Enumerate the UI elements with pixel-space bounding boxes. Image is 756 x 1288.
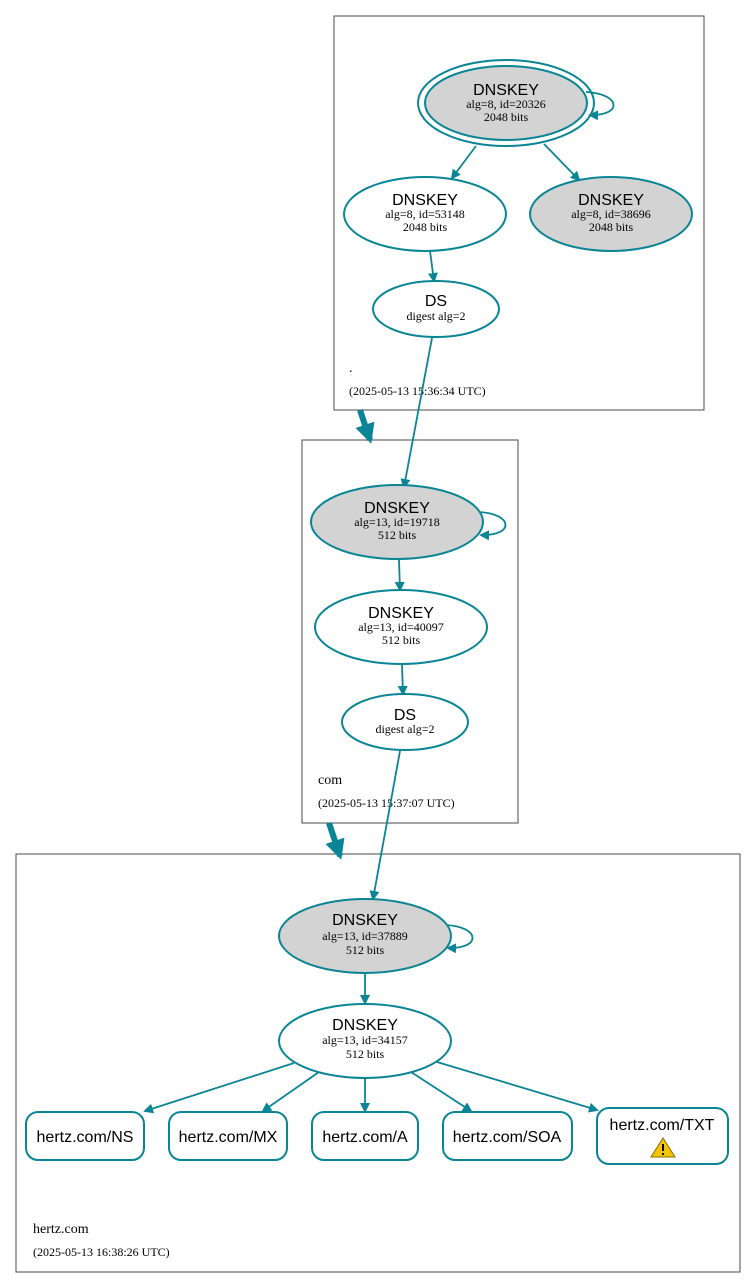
record-soa-label: hertz.com/SOA (453, 1129, 562, 1146)
com-ksk-line1: alg=13, id=19718 (354, 515, 440, 529)
hertz-zsk-to-txt-edge (436, 1061, 599, 1113)
record-ns-label: hertz.com/NS (37, 1129, 134, 1146)
com-ksk-to-zsk-edge (394, 559, 405, 592)
com-zsk-title: DNSKEY (368, 605, 434, 622)
root-ksk-to-zsk1-edge (450, 145, 477, 180)
com-zone-timestamp: (2025-05-13 15:37:07 UTC) (318, 796, 455, 810)
hertz-zsk-to-ns-edge (143, 1062, 295, 1114)
hertz-zsk-to-mx-edge (261, 1071, 320, 1113)
com-zsk-to-ds-edge (397, 664, 408, 696)
com-ksk-title: DNSKEY (364, 500, 430, 517)
root-zsk2-node[interactable]: DNSKEY alg=8, id=38696 2048 bits (529, 176, 693, 252)
com-ksk-node[interactable]: DNSKEY alg=13, id=19718 512 bits (310, 484, 484, 560)
record-mx-node[interactable]: hertz.com/MX (168, 1111, 288, 1161)
record-a-node[interactable]: hertz.com/A (311, 1111, 419, 1161)
com-zsk-node[interactable]: DNSKEY alg=13, id=40097 512 bits (314, 589, 488, 665)
root-to-com-delegation-arrow (355, 409, 375, 444)
hertz-ksk-node[interactable]: DNSKEY alg=13, id=37889 512 bits (278, 898, 452, 974)
com-ksk-self-edge (478, 511, 507, 541)
root-ksk-node[interactable]: DNSKEY alg=8, id=20326 2048 bits (417, 59, 595, 147)
record-ns-node[interactable]: hertz.com/NS (25, 1111, 145, 1161)
com-zone-name: com (318, 773, 342, 788)
com-ds-line1: digest alg=2 (375, 722, 434, 736)
root-zone-name: . (349, 361, 353, 376)
root-zone-box (333, 15, 705, 411)
root-ds-line1: digest alg=2 (406, 309, 465, 323)
hertz-zsk-to-soa-edge (410, 1071, 473, 1113)
com-ds-node[interactable]: DS digest alg=2 (341, 693, 469, 751)
hertz-zone-name: hertz.com (33, 1222, 89, 1237)
hertz-ksk-self-edge (445, 924, 474, 954)
root-ksk-self-edge (585, 91, 615, 121)
hertz-ksk-line2: 512 bits (346, 943, 385, 957)
root-ds-title: DS (425, 293, 447, 310)
root-ds-to-com-ksk-edge (400, 337, 433, 489)
com-zsk-line1: alg=13, id=40097 (358, 620, 444, 634)
root-ksk-to-zsk2-edge (543, 143, 581, 182)
root-zsk1-title: DNSKEY (392, 192, 458, 209)
com-to-hertz-delegation-arrow (325, 822, 345, 860)
hertz-zsk-node[interactable]: DNSKEY alg=13, id=34157 512 bits (278, 1003, 452, 1079)
hertz-ksk-title: DNSKEY (332, 912, 398, 929)
root-zsk1-line2: 2048 bits (403, 220, 448, 234)
hertz-zsk-title: DNSKEY (332, 1017, 398, 1034)
record-a-label: hertz.com/A (322, 1129, 408, 1146)
root-ksk-line2: 2048 bits (484, 110, 529, 124)
hertz-zsk-line2: 512 bits (346, 1047, 385, 1061)
hertz-zsk-line1: alg=13, id=34157 (322, 1033, 408, 1047)
warning-icon (650, 1137, 676, 1158)
hertz-zone-box (15, 853, 741, 1273)
record-mx-label: hertz.com/MX (179, 1129, 278, 1146)
com-ds-to-hertz-ksk-edge (369, 750, 401, 901)
root-zsk2-title: DNSKEY (578, 192, 644, 209)
root-ds-node[interactable]: DS digest alg=2 (372, 280, 500, 338)
root-ksk-line1: alg=8, id=20326 (466, 97, 546, 111)
hertz-zone-timestamp: (2025-05-13 16:38:26 UTC) (33, 1245, 170, 1259)
hertz-ksk-line1: alg=13, id=37889 (322, 929, 408, 943)
com-zsk-line2: 512 bits (382, 633, 421, 647)
com-ds-title: DS (394, 707, 416, 724)
com-ksk-line2: 512 bits (378, 528, 417, 542)
record-soa-node[interactable]: hertz.com/SOA (442, 1111, 573, 1161)
root-zone-timestamp: (2025-05-13 15:36:34 UTC) (349, 384, 486, 398)
root-zsk2-line2: 2048 bits (589, 220, 634, 234)
com-zone-box (301, 439, 519, 824)
root-zsk2-line1: alg=8, id=38696 (571, 207, 651, 221)
root-zsk1-node[interactable]: DNSKEY alg=8, id=53148 2048 bits (343, 176, 507, 252)
root-ksk-title: DNSKEY (473, 82, 539, 99)
record-txt-label: hertz.com/TXT (610, 1117, 715, 1134)
root-zsk1-line1: alg=8, id=53148 (385, 207, 465, 221)
record-txt-node[interactable]: hertz.com/TXT (596, 1107, 729, 1165)
root-zsk1-to-ds-edge (427, 250, 438, 283)
